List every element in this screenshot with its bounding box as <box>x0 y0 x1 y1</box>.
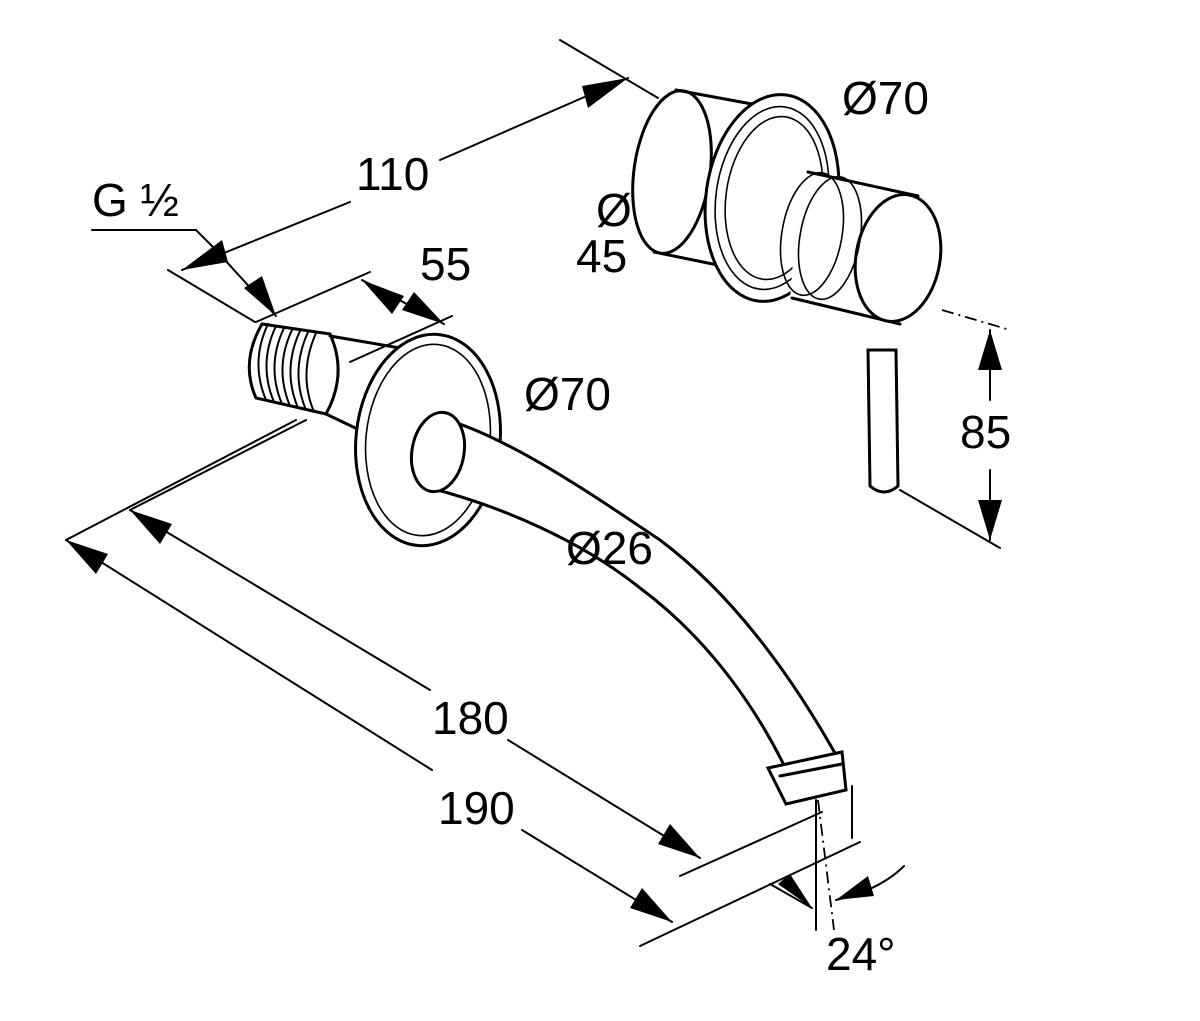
arrow-g-half <box>244 276 276 316</box>
spout-assembly <box>247 322 848 806</box>
dim-180-190-lines <box>65 419 861 947</box>
arrow-55-right <box>402 292 444 324</box>
label-110: 110 <box>356 148 429 200</box>
label-thread: G ½ <box>92 174 179 226</box>
arrow-55-left <box>362 280 404 314</box>
arrow-190-right <box>630 888 672 922</box>
dim-g-half-lines <box>91 229 277 317</box>
dim-85-lines <box>899 309 1011 549</box>
arrow-110-right <box>582 78 628 108</box>
arrow-110-left <box>182 240 228 270</box>
label-55: 55 <box>420 238 471 290</box>
dim-55-lines <box>255 271 453 363</box>
arrow-180-left <box>130 510 172 544</box>
lever-handle <box>866 348 900 494</box>
arrow-85-top <box>978 330 1002 370</box>
dim-110-lines <box>167 39 659 323</box>
arrow-180-right <box>658 824 700 858</box>
arrow-85-bottom <box>978 500 1002 540</box>
label-diameter-26: Ø26 <box>566 522 653 574</box>
label-24-degrees: 24° <box>826 928 896 980</box>
dim-24-lines <box>769 785 905 931</box>
arrow-24-left <box>778 874 812 908</box>
label-diameter-45: 45 <box>576 230 627 282</box>
label-diameter-70-mixer: Ø70 <box>842 72 929 124</box>
arrow-190-left <box>66 540 108 574</box>
label-85: 85 <box>960 406 1011 458</box>
arrow-24-right <box>836 876 874 900</box>
mixer-body <box>631 88 943 326</box>
label-diameter-70-spout: Ø70 <box>524 368 611 420</box>
label-190: 190 <box>438 782 515 834</box>
label-180: 180 <box>432 692 509 744</box>
label-diameter-symbol-45: Ø <box>596 184 632 236</box>
